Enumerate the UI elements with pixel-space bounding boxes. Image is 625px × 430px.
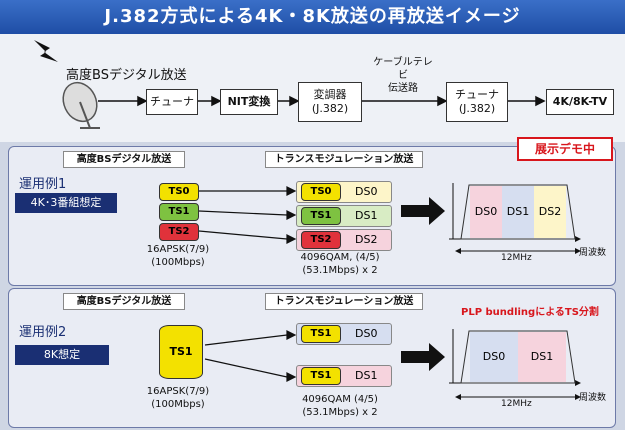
ds2-ts: TS2	[301, 231, 341, 249]
source-modulation-1: 16APSK(7/9) (100Mbps)	[143, 243, 213, 269]
panel2-source-heading: 高度BSデジタル放送	[63, 293, 185, 310]
modulator-standard: (J.382)	[311, 102, 349, 115]
source-modulation-1-line1: 16APSK(7/9)	[146, 244, 210, 255]
ds1-row: TS1 DS1	[296, 205, 392, 227]
ds0-ts-2: TS1	[301, 325, 341, 343]
panel2-trans-heading: トランスモジュレーション放送	[265, 293, 423, 310]
nit-box: NIT変換	[220, 89, 278, 115]
case-label-1: 運用例1	[19, 177, 67, 192]
plp-bundling-note: PLP bundlingによるTS分割	[461, 307, 599, 318]
trans-modulation-2-line2: (53.1Mbps) x 2	[302, 407, 378, 418]
panel1-arrows	[198, 183, 581, 254]
panel2-arrows	[204, 329, 581, 400]
assumption-badge-2: 8K想定	[15, 345, 109, 365]
source-modulation-2-line1: 16APSK(7/9)	[146, 386, 210, 397]
tuner-box: チューナ	[146, 89, 198, 115]
signal-chain: 高度BSデジタル放送 チューナ NIT変換 変調器 (J.382) ケーブルテレ…	[0, 34, 625, 142]
ds0-row-2: TS1 DS0	[296, 323, 392, 345]
cable-label-line1: ケーブルテレビ	[373, 57, 433, 81]
trans-modulation-1: 4096QAM, (4/5) (53.1Mbps) x 2	[285, 251, 395, 277]
panel1-source-heading: 高度BSデジタル放送	[63, 151, 185, 168]
satellite-dish-icon	[62, 81, 100, 129]
bandwidth-label-2: 12MHz	[501, 399, 532, 409]
tv-box: 4K/8K-TV	[546, 89, 614, 115]
demo-badge: 展示デモ中	[517, 137, 613, 161]
ds1-label-2: DS1	[355, 369, 378, 382]
spectrum-ds2: DS2	[534, 186, 566, 238]
ts1-source-cylinder: TS1	[159, 325, 203, 379]
example-panel-2: 高度BSデジタル放送 トランスモジュレーション放送 PLP bundlingによ…	[8, 288, 616, 428]
ds1-row-2: TS1 DS1	[296, 365, 392, 387]
ds0-label-2: DS0	[355, 327, 378, 340]
cable-label: ケーブルテレビ 伝送路	[370, 56, 436, 95]
ts0-disk: TS0	[159, 183, 199, 201]
ds2-row: TS2 DS2	[296, 229, 392, 251]
tuner-j382-label: チューナ	[455, 88, 499, 101]
source-modulation-2: 16APSK(7/9) (100Mbps)	[143, 385, 213, 411]
frequency-label-2: 周波数	[579, 393, 607, 403]
trans-modulation-1-line1: 4096QAM, (4/5)	[300, 252, 380, 263]
ds1-ts: TS1	[301, 207, 341, 225]
source-label: 高度BSデジタル放送	[66, 68, 187, 83]
case-label-2: 運用例2	[19, 325, 67, 340]
trans-modulation-2: 4096QAM (4/5) (53.1Mbps) x 2	[285, 393, 395, 419]
trans-modulation-1-line2: (53.1Mbps) x 2	[302, 265, 378, 276]
trans-modulation-2-line1: 4096QAM (4/5)	[302, 394, 378, 405]
ds1-ts-2: TS1	[301, 367, 341, 385]
frequency-label-1: 周波数	[579, 248, 607, 258]
ts2-disk: TS2	[159, 223, 199, 241]
big-arrow-2	[401, 343, 445, 371]
ts1-disk: TS1	[159, 203, 199, 221]
ds1-label: DS1	[355, 209, 378, 222]
spectrum-ds0: DS0	[470, 186, 502, 238]
ds0-label: DS0	[355, 185, 378, 198]
assumption-badge-1: 4K･3番組想定	[15, 193, 117, 213]
spectrum-trapezoid-2	[460, 330, 576, 384]
chain-lines	[34, 40, 546, 129]
ds2-label: DS2	[355, 233, 378, 246]
ds0-row: TS0 DS0	[296, 181, 392, 203]
panel1-trans-heading: トランスモジュレーション放送	[265, 151, 423, 168]
modulator-label: 変調器	[313, 88, 347, 101]
page-title: J.382方式による4K・8K放送の再放送イメージ	[0, 0, 625, 34]
spectrum-ds0-2: DS0	[470, 332, 518, 382]
big-arrow-1	[401, 197, 445, 225]
ds0-ts: TS0	[301, 183, 341, 201]
spectrum-ds1: DS1	[502, 186, 534, 238]
source-modulation-1-line2: (100Mbps)	[151, 257, 205, 268]
tuner-j382-box: チューナ (J.382)	[446, 82, 508, 122]
source-modulation-2-line2: (100Mbps)	[151, 399, 205, 410]
tuner-j382-standard: (J.382)	[458, 102, 496, 115]
lightning-icon	[34, 40, 58, 62]
bandwidth-label-1: 12MHz	[501, 253, 532, 263]
example-panel-1: 高度BSデジタル放送 トランスモジュレーション放送 展示デモ中 運用例1 4K･…	[8, 137, 616, 286]
cable-label-line2: 伝送路	[388, 83, 418, 94]
spectrum-trapezoid-1	[460, 184, 576, 240]
modulator-box: 変調器 (J.382)	[298, 82, 362, 122]
spectrum-ds1-2: DS1	[518, 332, 566, 382]
